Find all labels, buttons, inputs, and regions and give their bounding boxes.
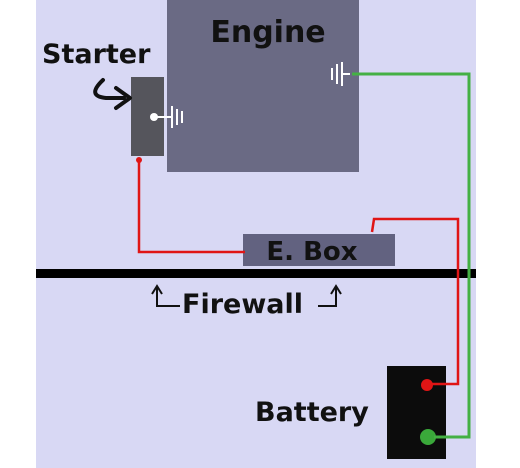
ground-wire-engine-to-battery: [352, 72, 471, 439]
starter-wire-connector: [136, 157, 142, 163]
firewall-bar: [36, 269, 476, 278]
battery-label: Battery: [255, 397, 369, 428]
engine-ground-icon: [331, 62, 350, 86]
positive-wire-ebox-to-battery: [370, 217, 460, 386]
engine-label: Engine: [210, 15, 325, 50]
starter-terminal: [150, 113, 158, 121]
engine-block: [167, 0, 359, 172]
firewall-label: Firewall: [182, 289, 303, 320]
positive-wire-starter-to-ebox: [137, 158, 245, 254]
starter-arrow-icon: [93, 78, 126, 100]
firewall-arrow-icon: [151, 284, 342, 307]
battery-box: [387, 366, 446, 459]
battery-negative-terminal: [420, 429, 436, 445]
e-box: [243, 234, 395, 266]
starter-label: Starter: [42, 39, 151, 70]
starter-arrowhead: [114, 86, 132, 110]
starter-ground-icon: [156, 106, 183, 128]
battery-positive-terminal: [421, 379, 433, 391]
e-box-label: E. Box: [266, 237, 357, 267]
